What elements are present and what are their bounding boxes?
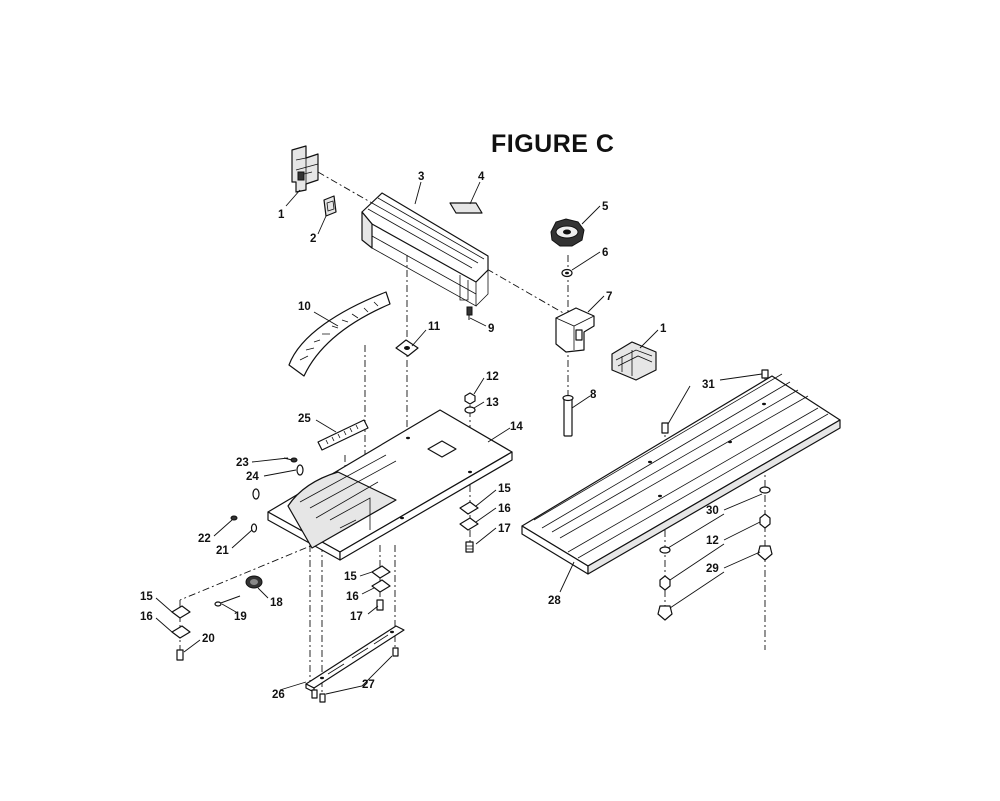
callout-12-lower: 12: [706, 535, 719, 547]
callout-21: 21: [216, 545, 229, 557]
part-curved-scale: [288, 291, 391, 377]
callout-11: 11: [428, 321, 441, 333]
callout-26: 26: [272, 689, 285, 701]
part-long-rail: [521, 373, 841, 575]
part-screw-20: [176, 649, 184, 661]
part-plate-11: [395, 339, 419, 357]
callout-16-left: 16: [140, 611, 153, 623]
callout-16-right: 16: [498, 503, 511, 515]
part-fence-extrusion: [361, 192, 489, 307]
callout-14: 14: [510, 421, 523, 433]
callout-4: 4: [478, 171, 485, 183]
callout-15-right: 15: [498, 483, 511, 495]
callout-3: 3: [418, 171, 424, 183]
part-label-strip: [449, 202, 483, 214]
part-clip-16-right: [459, 517, 479, 531]
callout-17-right: 17: [498, 523, 511, 535]
part-washer-30: [659, 486, 771, 554]
part-rod: [562, 394, 574, 437]
alignment-line-left-hardware: [179, 541, 321, 601]
callout-16-center: 16: [346, 591, 359, 603]
callout-28: 28: [548, 595, 561, 607]
callout-6: 6: [602, 247, 608, 259]
callout-7: 7: [606, 291, 612, 303]
part-washer-21: [250, 523, 258, 533]
part-washer-13: [464, 406, 476, 414]
part-straight-scale: [317, 419, 369, 451]
figure-title: FIGURE C: [491, 130, 614, 158]
callout-30: 30: [706, 505, 719, 517]
part-nut-12-lower: [659, 513, 771, 591]
callout-20: 20: [202, 633, 215, 645]
leader-lines: [155, 181, 763, 695]
part-screw-22: [230, 515, 238, 521]
callout-10: 10: [298, 301, 311, 313]
part-table-base: [267, 409, 513, 561]
callout-29: 29: [706, 563, 719, 575]
callout-25: 25: [298, 413, 311, 425]
part-screw-31: [661, 369, 769, 434]
callout-18: 18: [270, 597, 283, 609]
part-screw-17-right: [465, 541, 474, 553]
callout-15-center: 15: [344, 571, 357, 583]
part-clip-15-right: [459, 501, 479, 515]
callout-9: 9: [488, 323, 494, 335]
part-screw-17-center: [376, 599, 384, 611]
part-clamp-block: [555, 307, 595, 353]
callout-1-left: 1: [278, 209, 285, 221]
callout-5: 5: [602, 201, 609, 213]
callout-23: 23: [236, 457, 249, 469]
callout-27: 27: [362, 679, 375, 691]
callout-12-upper: 12: [486, 371, 499, 383]
part-nut-12-upper: [464, 392, 476, 405]
callout-17-center: 17: [350, 611, 363, 623]
part-screw-19: [214, 595, 241, 607]
part-end-cap-left: [291, 145, 319, 193]
callout-1-right: 1: [660, 323, 667, 335]
part-spring-18: [245, 575, 263, 589]
part-screw-9: [466, 306, 473, 320]
part-washer-6: [561, 268, 573, 278]
part-clip-16-left: [171, 625, 191, 639]
part-clip-15-left: [171, 605, 191, 619]
callout-31: 31: [702, 379, 715, 391]
callout-8: 8: [590, 389, 597, 401]
callout-labels: 1 2 3 4 5 6 7 1 8 9 10 11 12 13 14 25 23…: [140, 171, 719, 701]
callout-2: 2: [310, 233, 316, 245]
callout-22: 22: [198, 533, 211, 545]
part-small-bracket: [323, 195, 337, 217]
part-clip-16-center: [371, 579, 391, 593]
callout-19: 19: [234, 611, 247, 623]
part-clip-15-center: [371, 565, 391, 579]
part-screws-27: [311, 647, 399, 703]
part-cap-nut-29: [657, 545, 773, 621]
part-lock-knob: [550, 218, 585, 247]
callout-15-left: 15: [140, 591, 153, 603]
callout-24: 24: [246, 471, 259, 483]
part-washer-24: [252, 464, 304, 500]
callout-13: 13: [486, 397, 499, 409]
part-end-cap-right: [611, 341, 657, 381]
